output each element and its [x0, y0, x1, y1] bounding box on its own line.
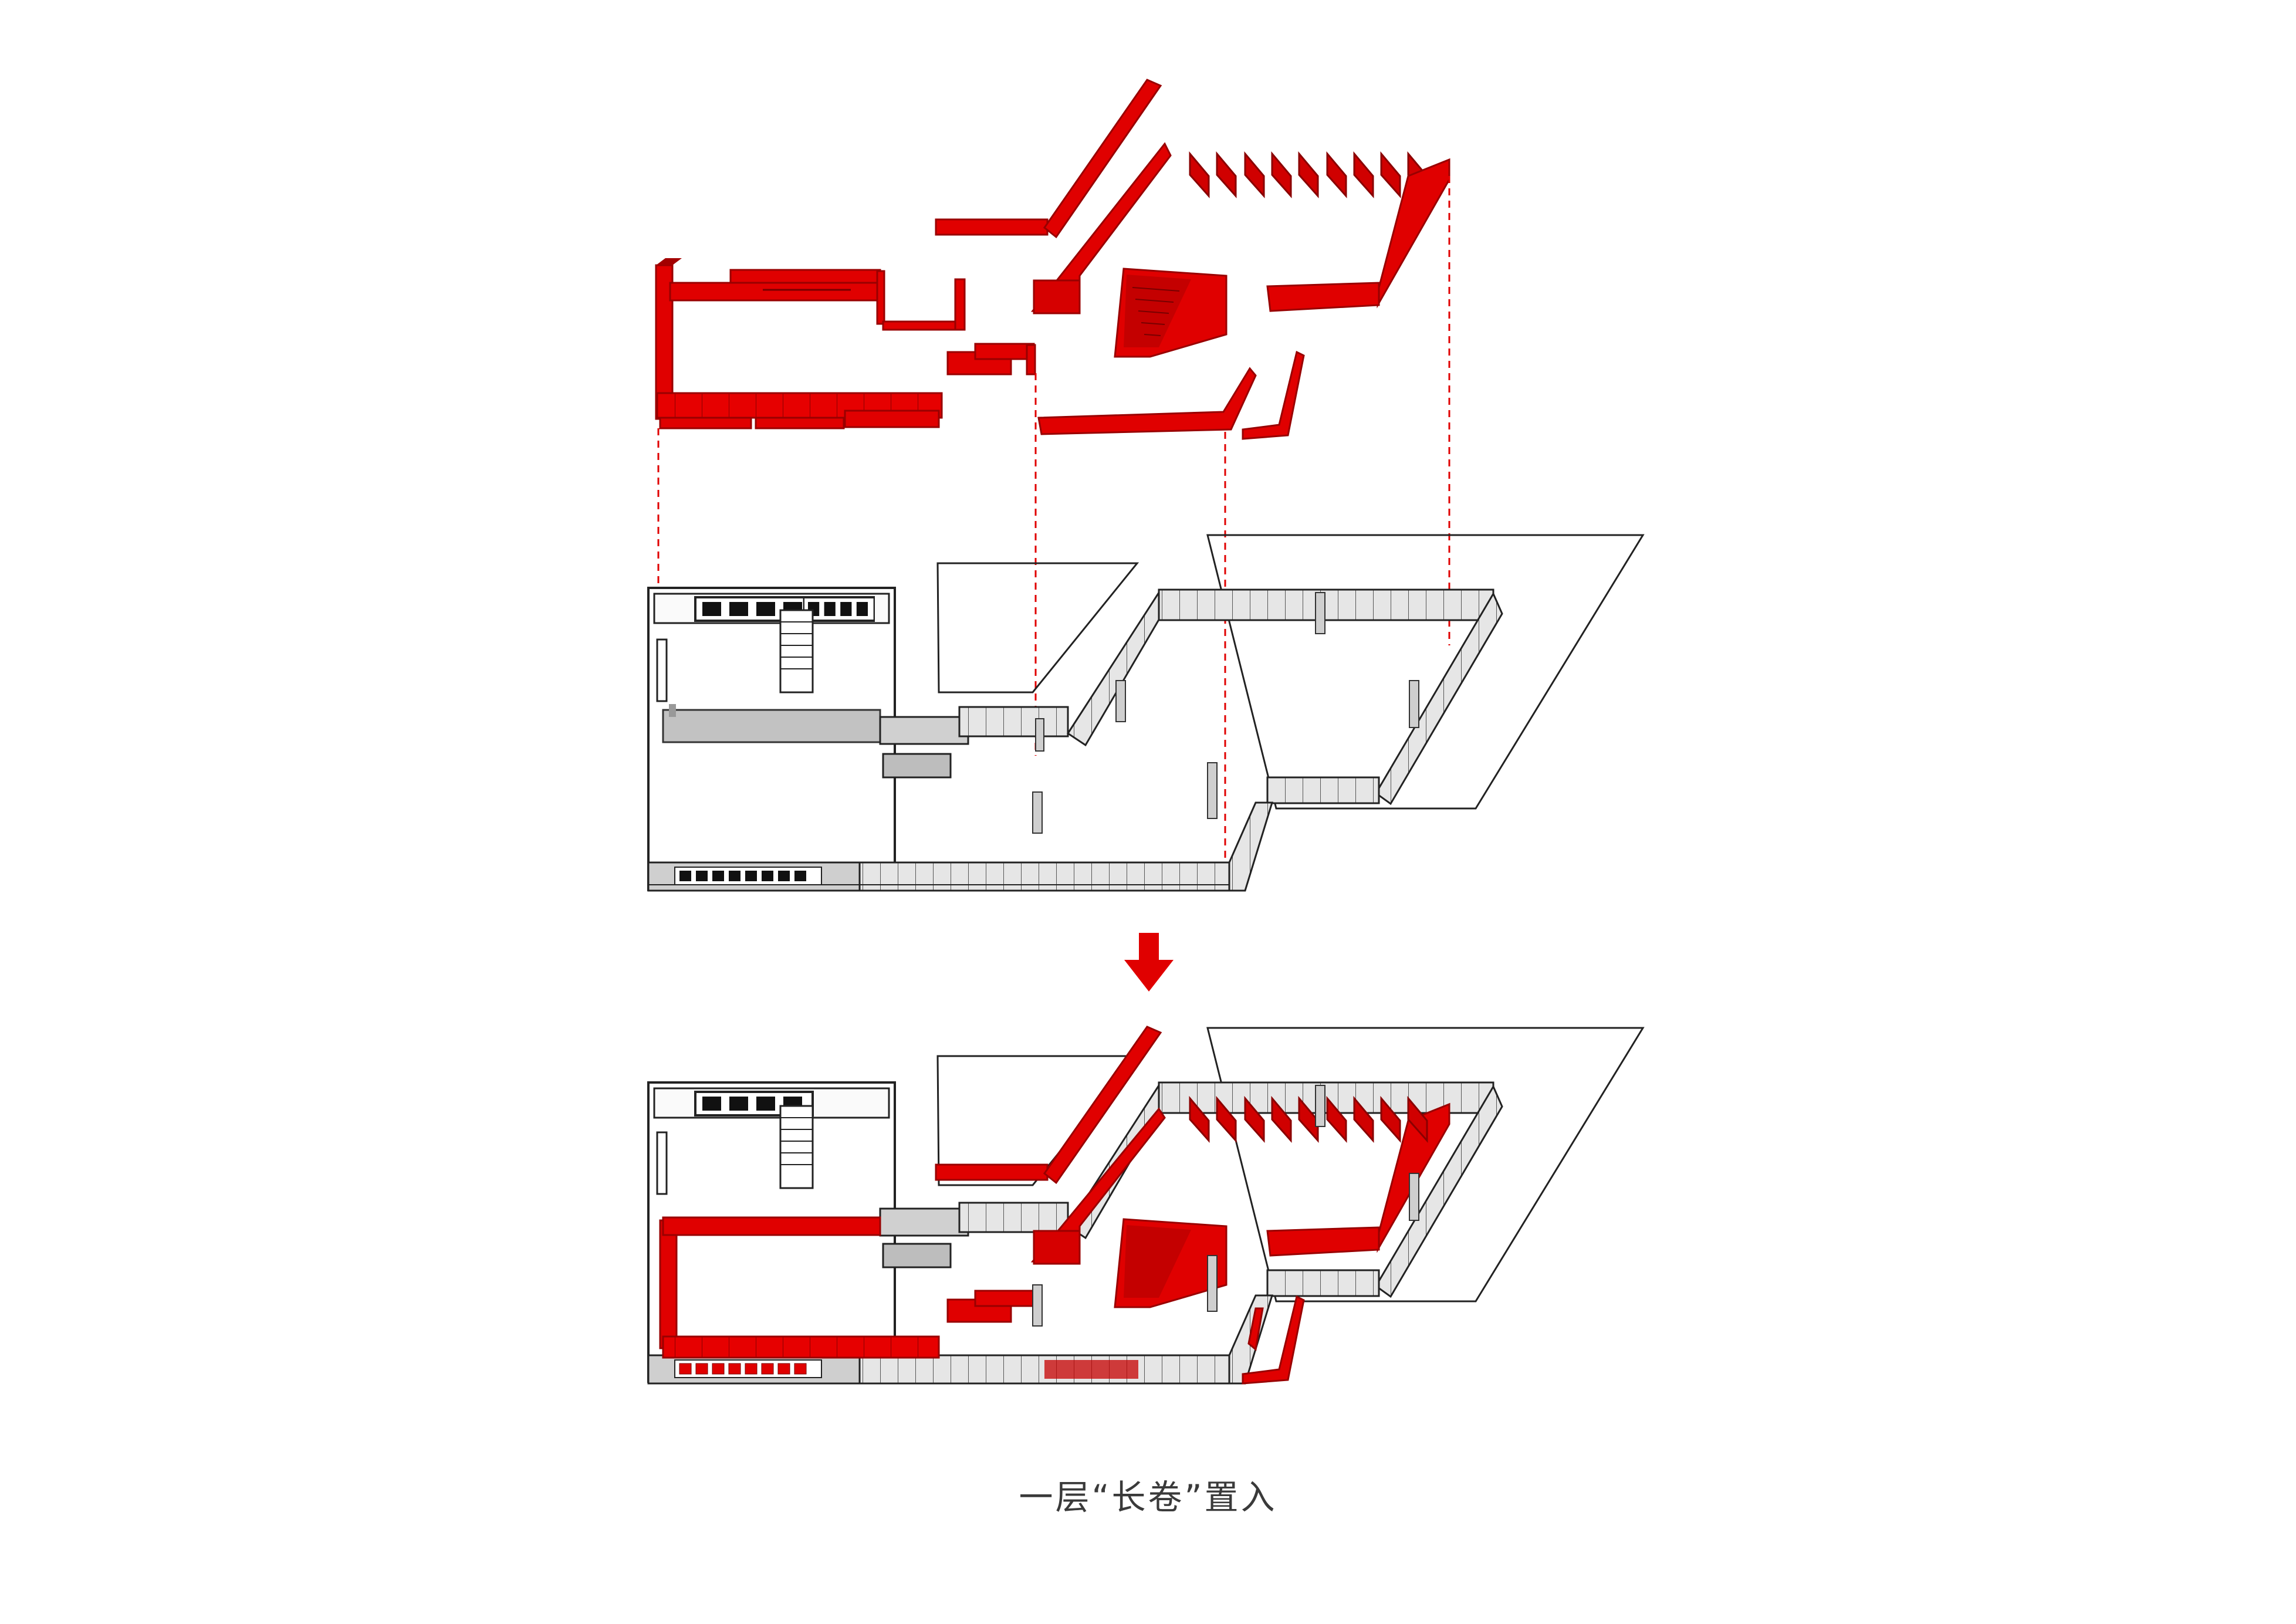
insert-south-base-c: [844, 410, 940, 428]
insert-center-block-2: [974, 343, 1035, 360]
plaza-plane-right: [1206, 534, 1645, 810]
combined-plan: [647, 1026, 1645, 1385]
insert-block-e: [1033, 279, 1081, 314]
insert-south-base-a: [659, 417, 752, 429]
insert-north-post: [954, 278, 966, 331]
middle-glass: [958, 706, 1069, 737]
insert-lower-diagonal: [1037, 367, 1257, 435]
plaza-plane-left: [936, 562, 1139, 693]
insert-north-small: [882, 320, 963, 331]
insert-west-cap: [656, 258, 682, 265]
insert-south-base-b: [755, 417, 845, 429]
diagram-caption: 一层“长卷”置入: [1019, 1477, 1277, 1517]
insert-upper-ledge: [935, 218, 1049, 236]
southeast-glass: [1266, 776, 1380, 804]
interior-wall-band: [662, 709, 881, 743]
insert-fin-row: [1189, 151, 1428, 198]
south-glass-facade: [858, 861, 1230, 892]
insert-east-base: [1266, 282, 1380, 312]
insert-north-wall-a: [669, 282, 882, 302]
insert-center-post: [1026, 344, 1036, 375]
insert-east-wall: [1377, 158, 1450, 309]
base-floor-plan: [647, 534, 1645, 892]
columns: [1032, 592, 1419, 834]
insert-north-wall-b: [729, 269, 881, 284]
arrow-down-icon: [1124, 933, 1174, 992]
insert-in-place: [659, 1026, 1450, 1385]
north-glass: [1158, 588, 1494, 621]
insert-north-return: [876, 270, 885, 325]
stair-core: [779, 609, 814, 693]
east-glass: [1375, 591, 1503, 806]
insert-stub: [1242, 350, 1305, 440]
southeast-connector: [1228, 801, 1274, 892]
insert-diagonal-wall: [1043, 79, 1162, 239]
red-insert-exploded: [655, 79, 1450, 440]
